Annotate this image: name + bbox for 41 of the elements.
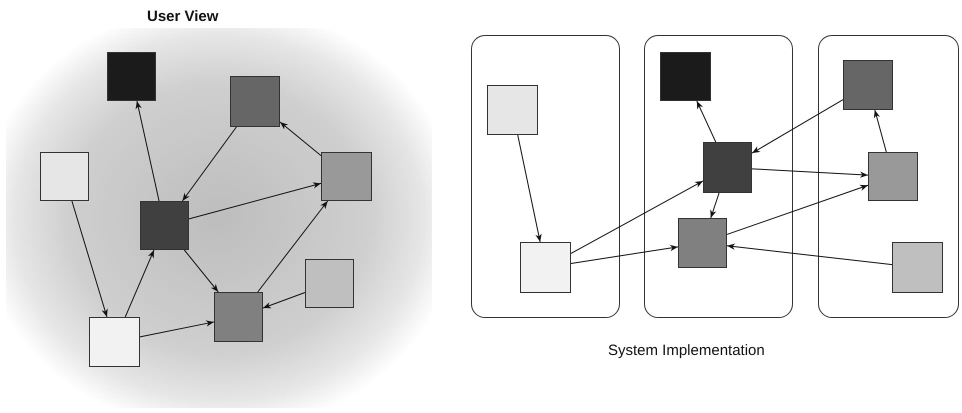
square-node [520,242,571,293]
container-panel [644,35,793,318]
square-node [843,60,893,110]
container-panel [471,35,620,318]
arrow [71,200,108,318]
square-node [89,317,140,367]
arrow [136,100,160,202]
arrow [182,126,237,202]
square-node [305,259,354,308]
container-panel [818,35,959,318]
arrow [726,244,892,266]
arrow [726,184,868,235]
square-node [321,152,372,201]
arrow [140,320,214,338]
square-node [660,52,711,101]
arrow [570,244,678,264]
arrow [710,192,720,218]
square-node [487,85,538,135]
square-node [107,52,156,101]
square-node [892,242,943,293]
arrow [280,122,322,156]
section-heading: System Implementation [608,341,765,361]
square-node [140,201,189,250]
square-node [678,218,727,268]
square-node [214,292,263,342]
arrow [517,134,542,242]
square-node [703,142,752,193]
arrow [752,168,868,178]
square-node [230,76,280,127]
square-node [868,152,918,201]
arrow [696,100,716,142]
arrow [874,110,887,152]
arrow [257,200,328,292]
arrow [262,292,306,308]
arrow [570,180,704,254]
arrow [752,99,844,154]
square-node [40,152,89,201]
section-heading: User View [147,7,218,27]
arrow [184,250,219,292]
arrow [188,182,322,220]
arrow [124,250,154,318]
